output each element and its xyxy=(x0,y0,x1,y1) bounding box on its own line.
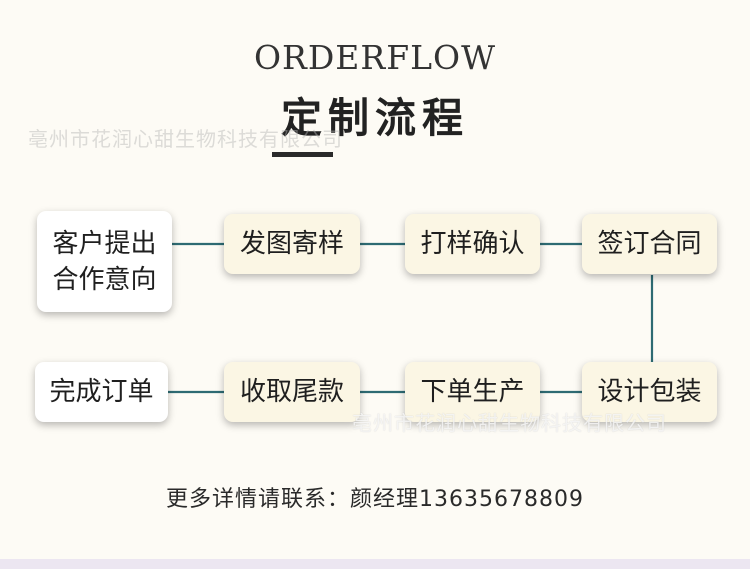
step-customer-intent: 客户提出合作意向 xyxy=(37,211,172,312)
title-underline xyxy=(272,152,333,157)
step-collect-balance: 收取尾款 xyxy=(224,362,360,422)
title-chinese: 定制流程 xyxy=(281,94,469,142)
step-package-design: 设计包装 xyxy=(582,362,717,422)
watermark-bottom: 亳州市花润心甜生物科技有限公司 xyxy=(352,411,667,435)
contact-info: 更多详情请联系：颜经理13635678809 xyxy=(166,487,584,512)
step-proof-confirm: 打样确认 xyxy=(405,214,540,274)
step-send-samples: 发图寄样 xyxy=(224,214,360,274)
title-english: ORDERFLOW xyxy=(253,38,497,77)
step-complete-order: 完成订单 xyxy=(35,362,168,422)
bottom-strip xyxy=(0,559,750,569)
watermark-top: 亳州市花润心甜生物科技有限公司 xyxy=(28,127,343,151)
step-sign-contract: 签订合同 xyxy=(582,214,717,274)
step-production: 下单生产 xyxy=(405,362,540,422)
